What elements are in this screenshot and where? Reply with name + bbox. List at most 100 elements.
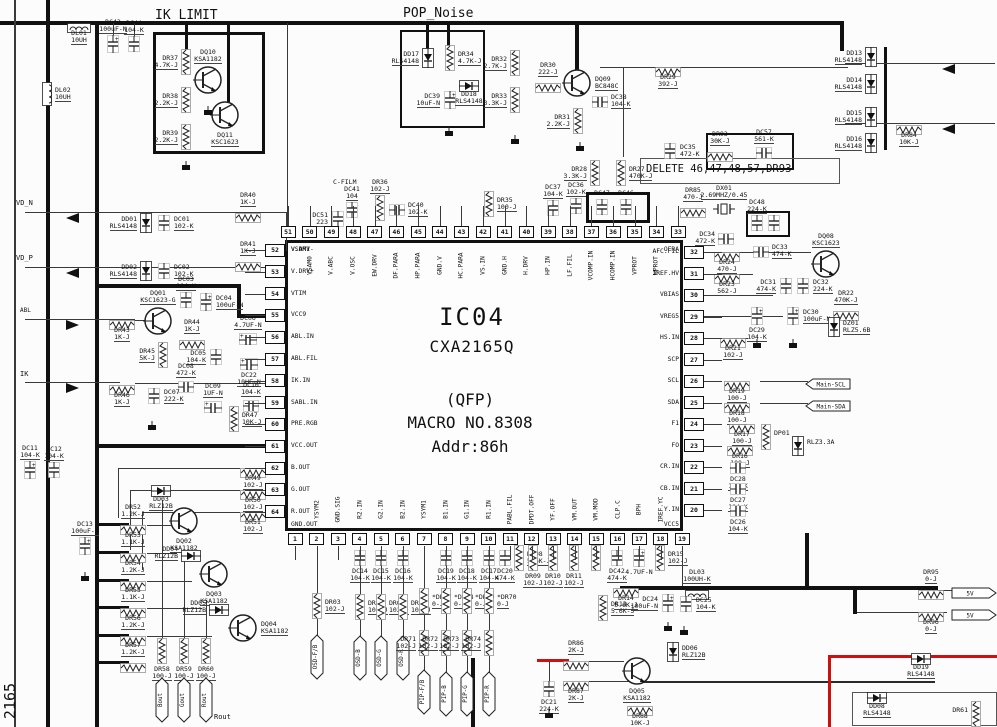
svg-text:+: + bbox=[759, 308, 763, 315]
pin-label-R.OUT: R.OUT bbox=[291, 507, 310, 515]
pin-stub bbox=[704, 252, 722, 253]
pin-label-IREF.HV: IREF.HV bbox=[652, 269, 679, 277]
pin-label-VPROT: VPROT bbox=[631, 256, 639, 275]
pin-17: 17 bbox=[631, 533, 647, 545]
transistor-DQ11 bbox=[210, 100, 240, 134]
diode-DD18 bbox=[459, 77, 479, 96]
pin-stub bbox=[245, 293, 265, 295]
resistor-DR44 bbox=[179, 335, 205, 354]
capacitor-DC51 bbox=[331, 211, 345, 231]
ground-icon bbox=[181, 156, 191, 175]
wire bbox=[162, 500, 163, 645]
wire bbox=[134, 320, 146, 321]
net-connector-OSDR: OSD-R bbox=[396, 635, 410, 685]
capacitor-DC34 bbox=[718, 231, 734, 250]
resistor-DR68 bbox=[441, 588, 451, 618]
pin-stub bbox=[704, 295, 722, 296]
pin-stub bbox=[316, 546, 318, 560]
pin-label-PRE.RGB: PRE.RGB bbox=[291, 420, 318, 428]
pin-label-LF.FIL: LF.FIL bbox=[566, 254, 574, 277]
pin-stub bbox=[678, 206, 680, 226]
resistor-DR71 bbox=[419, 630, 429, 660]
svg-text:+: + bbox=[452, 92, 456, 99]
capacitor-DC38 bbox=[592, 94, 608, 113]
pin-3: 3 bbox=[330, 533, 346, 545]
pin-stub bbox=[245, 359, 265, 360]
capacitor-DC28 bbox=[730, 460, 746, 479]
wire bbox=[489, 546, 490, 684]
pin-stub bbox=[353, 206, 354, 226]
resistor-DR46 bbox=[109, 380, 135, 399]
diode-DD05 bbox=[209, 601, 229, 620]
wire bbox=[938, 590, 953, 591]
wire bbox=[805, 533, 809, 590]
pin-23: 23 bbox=[684, 439, 704, 452]
pin-30: 30 bbox=[684, 288, 704, 302]
svg-text:+: + bbox=[670, 595, 674, 602]
net-arrow-5V: 5V bbox=[951, 584, 997, 603]
pin-stub bbox=[682, 546, 683, 560]
pin-label-HS.IN: HS.IN bbox=[660, 334, 679, 341]
wire bbox=[549, 661, 550, 681]
pin-16: 16 bbox=[610, 533, 625, 545]
net-connector-PIPG: PIP-G bbox=[460, 671, 474, 721]
pin-37: 37 bbox=[583, 226, 599, 238]
pin-32: 32 bbox=[684, 245, 704, 259]
pin-stub bbox=[596, 546, 597, 560]
pin-label-VBIAS: VBIAS bbox=[660, 291, 679, 298]
wire bbox=[206, 600, 207, 646]
wire bbox=[99, 634, 129, 637]
resistor-DR85 bbox=[680, 203, 706, 222]
svg-text:+: + bbox=[32, 462, 36, 469]
diode-RLZ33A bbox=[792, 436, 804, 460]
pin-label-YSYM1: YSYM1 bbox=[420, 500, 428, 519]
transistor-DQ08 bbox=[811, 249, 841, 283]
svg-text:PIP-R: PIP-R bbox=[485, 685, 491, 703]
pin-stub bbox=[245, 315, 265, 317]
pin-stub bbox=[510, 546, 511, 560]
capacitor-DC21 bbox=[542, 681, 556, 701]
resistor-DR32 bbox=[510, 50, 520, 80]
resistor-DP01 bbox=[761, 424, 771, 454]
capacitor-polarized-DC29: + bbox=[750, 307, 764, 329]
pin-label-CB.IN: CB.IN bbox=[660, 484, 679, 492]
pin-stub bbox=[245, 271, 265, 273]
net-connector-PIPFB: PIP-F/B bbox=[417, 669, 431, 719]
pin-label-VCC9: VCC9 bbox=[291, 311, 307, 319]
pin-label-HC.PARA: HC.PARA bbox=[457, 252, 465, 279]
wire bbox=[99, 661, 129, 664]
label-vd_n: VD_N bbox=[16, 199, 33, 207]
pin-label-VTIM: VTIM bbox=[291, 289, 307, 297]
pin-63: 63 bbox=[265, 483, 285, 497]
pin-stub bbox=[704, 316, 722, 318]
resistor-DR11 bbox=[569, 545, 579, 575]
wire bbox=[600, 67, 848, 68]
pin-label-YF.OFF: YF.OFF bbox=[549, 498, 557, 521]
pin-label-VM.MOD: VM.MOD bbox=[592, 498, 600, 521]
resistor-DR04 bbox=[355, 594, 365, 624]
pin-label-F1: F1 bbox=[671, 420, 679, 427]
net-connector-Rout: Rout bbox=[199, 677, 213, 727]
transistor-DQ05 bbox=[622, 656, 652, 690]
wire bbox=[25, 319, 135, 320]
pin-27: 27 bbox=[684, 353, 704, 366]
